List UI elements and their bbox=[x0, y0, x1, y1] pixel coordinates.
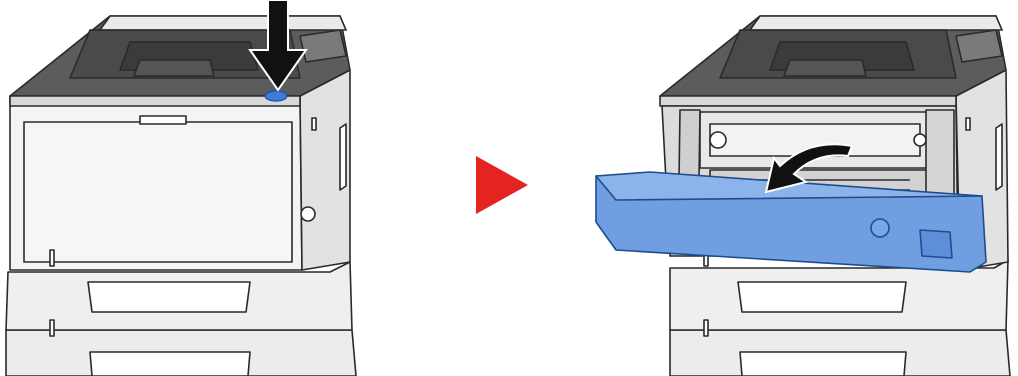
printer-body bbox=[6, 16, 356, 376]
next-step-icon bbox=[470, 150, 534, 220]
play-arrow-icon bbox=[476, 156, 528, 214]
printer-open-illustration bbox=[590, 0, 1018, 376]
printer-closed-illustration bbox=[0, 0, 372, 376]
cover-release-button bbox=[265, 91, 287, 101]
